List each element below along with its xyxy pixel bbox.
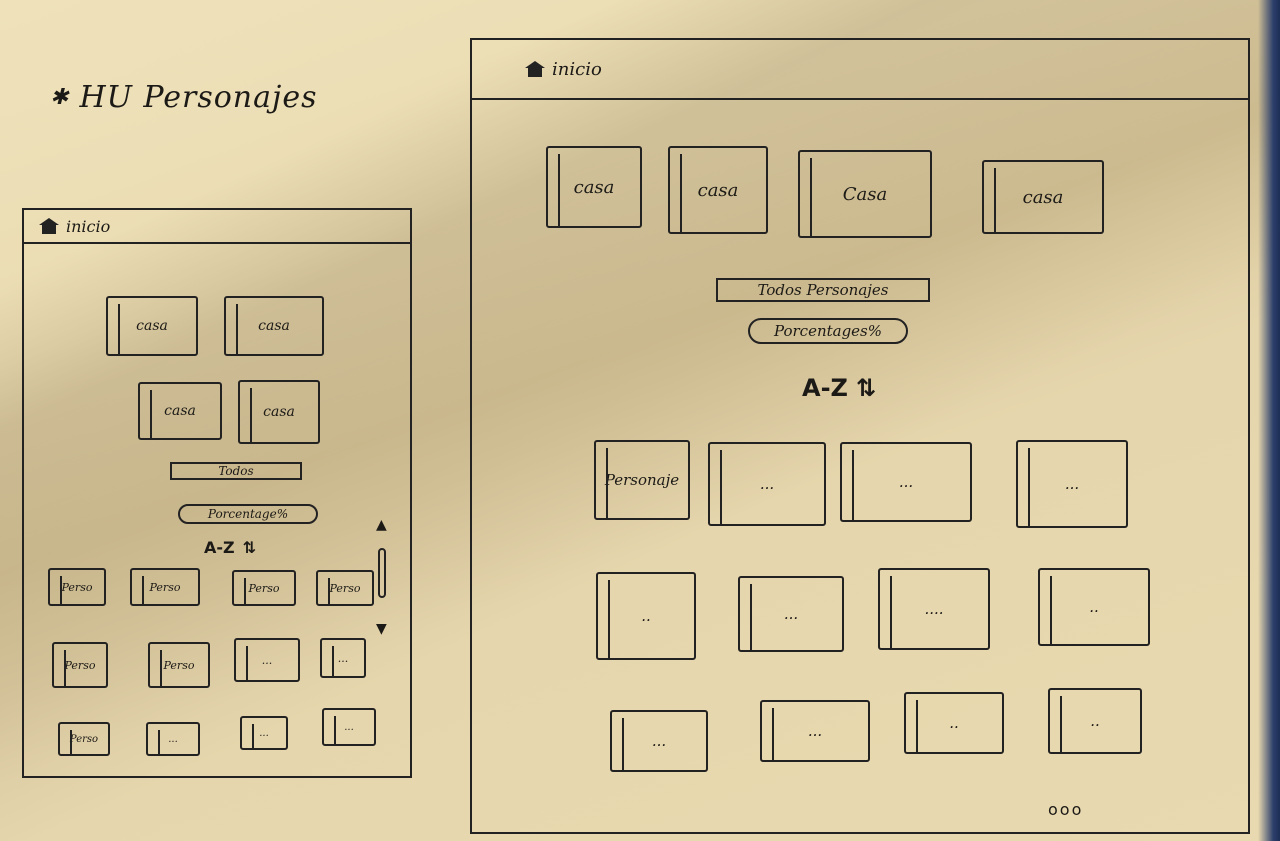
desktop-wireframe: inicio casa casa Casa casa Todos Persona…	[470, 38, 1250, 834]
mobile-home-label[interactable]: inicio	[66, 216, 111, 236]
all-label: Todos	[218, 464, 254, 478]
desktop-footer-dots: ooo	[1048, 800, 1084, 819]
mobile-character-card[interactable]: Perso	[316, 570, 374, 606]
house-label: casa	[164, 403, 196, 419]
house-label: casa	[573, 176, 615, 198]
desktop-top-bar: inicio	[472, 40, 1248, 100]
character-label: ...	[168, 733, 178, 745]
house-label: casa	[1022, 186, 1064, 208]
character-label: Perso	[248, 581, 280, 595]
desktop-house-card[interactable]: casa	[982, 160, 1104, 234]
desktop-character-card[interactable]: ...	[840, 442, 972, 522]
desktop-home-label[interactable]: inicio	[552, 58, 602, 80]
character-label: ..	[949, 714, 959, 732]
character-label: ...	[344, 721, 354, 733]
sort-label: A-Z	[802, 374, 848, 402]
mobile-character-card[interactable]: ...	[320, 638, 366, 678]
mobile-character-card[interactable]: Perso	[58, 722, 110, 756]
house-label: casa	[258, 318, 290, 334]
mobile-house-card[interactable]: casa	[106, 296, 198, 356]
mobile-character-card[interactable]: ...	[240, 716, 288, 750]
desktop-character-card[interactable]: ....	[878, 568, 990, 650]
mobile-character-card[interactable]: Perso	[52, 642, 108, 688]
all-label: Todos Personajes	[757, 281, 889, 299]
star-icon: ✱	[50, 85, 70, 110]
desktop-character-card[interactable]: Personaje	[594, 440, 690, 520]
character-label: ...	[259, 727, 269, 739]
desktop-sort-toggle[interactable]: A-Z ⇅	[802, 374, 876, 402]
desktop-character-card[interactable]: ..	[904, 692, 1004, 754]
desktop-character-card[interactable]: ...	[708, 442, 826, 526]
sort-label: A-Z	[204, 538, 235, 557]
mobile-house-card[interactable]: casa	[224, 296, 324, 356]
character-label: ....	[924, 600, 944, 618]
house-label: casa	[263, 404, 295, 420]
desktop-character-card[interactable]: ..	[1048, 688, 1142, 754]
character-label: ...	[261, 653, 273, 667]
mobile-percentage-button[interactable]: Porcentage%	[178, 504, 318, 524]
scroll-up-icon[interactable]: ▲	[376, 517, 387, 533]
desktop-character-card[interactable]: ...	[1016, 440, 1128, 528]
mobile-sort-toggle[interactable]: A-Z ⇅	[204, 538, 256, 557]
desktop-character-card[interactable]: ..	[596, 572, 696, 660]
house-label: Casa	[842, 183, 888, 205]
notebook-edge	[1258, 0, 1280, 841]
mobile-character-card[interactable]: Perso	[148, 642, 210, 688]
character-label: Perso	[69, 733, 99, 745]
desktop-character-card[interactable]: ..	[1038, 568, 1150, 646]
desktop-house-card[interactable]: Casa	[798, 150, 932, 238]
mobile-character-card[interactable]: ...	[322, 708, 376, 746]
mobile-character-card[interactable]: Perso	[130, 568, 200, 606]
sheet-title-text: HU Personajes	[79, 80, 318, 115]
character-label: ...	[759, 475, 775, 493]
desktop-house-card[interactable]: casa	[546, 146, 642, 228]
mobile-character-card[interactable]: Perso	[48, 568, 106, 606]
house-label: casa	[697, 179, 739, 201]
desktop-all-button[interactable]: Todos Personajes	[716, 278, 930, 302]
desktop-percentage-button[interactable]: Porcentages%	[748, 318, 908, 344]
character-label: Personaje	[604, 471, 680, 489]
character-label: ...	[898, 473, 914, 491]
character-label: ...	[651, 732, 667, 750]
sort-arrows-icon: ⇅	[855, 374, 877, 402]
desktop-character-card[interactable]: ...	[738, 576, 844, 652]
scroll-thumb[interactable]	[378, 548, 386, 598]
home-icon[interactable]	[524, 60, 546, 78]
character-label: ...	[783, 605, 799, 623]
mobile-house-card[interactable]: casa	[138, 382, 222, 440]
mobile-scrollbar[interactable]: ▲ ▼	[376, 518, 390, 638]
sort-arrows-icon: ⇅	[242, 538, 257, 557]
character-label: ..	[1090, 712, 1100, 730]
mobile-top-bar: inicio	[24, 210, 410, 244]
mobile-all-button[interactable]: Todos	[170, 462, 302, 480]
mobile-character-card[interactable]: ...	[234, 638, 300, 682]
desktop-character-card[interactable]: ...	[760, 700, 870, 762]
scroll-down-icon[interactable]: ▼	[376, 621, 387, 637]
home-icon[interactable]	[38, 217, 60, 235]
character-label: ..	[1089, 598, 1099, 616]
house-label: casa	[136, 318, 168, 334]
character-label: ..	[641, 607, 651, 625]
character-label: ...	[1064, 475, 1080, 493]
mobile-wireframe: inicio casa casa casa casa Todos Porcent…	[22, 208, 412, 778]
character-label: ...	[337, 651, 349, 665]
mobile-character-card[interactable]: ...	[146, 722, 200, 756]
character-label: Perso	[329, 581, 361, 595]
character-label: ...	[807, 722, 823, 740]
mobile-character-card[interactable]: Perso	[232, 570, 296, 606]
mobile-house-card[interactable]: casa	[238, 380, 320, 444]
character-label: Perso	[64, 658, 96, 672]
sheet-title: ✱ HU Personajes	[50, 80, 317, 115]
percentage-label: Porcentages%	[773, 322, 883, 340]
percentage-label: Porcentage%	[207, 507, 289, 521]
character-label: Perso	[163, 658, 195, 672]
character-label: Perso	[149, 580, 181, 594]
desktop-house-card[interactable]: casa	[668, 146, 768, 234]
character-label: Perso	[61, 580, 93, 594]
desktop-character-card[interactable]: ...	[610, 710, 708, 772]
